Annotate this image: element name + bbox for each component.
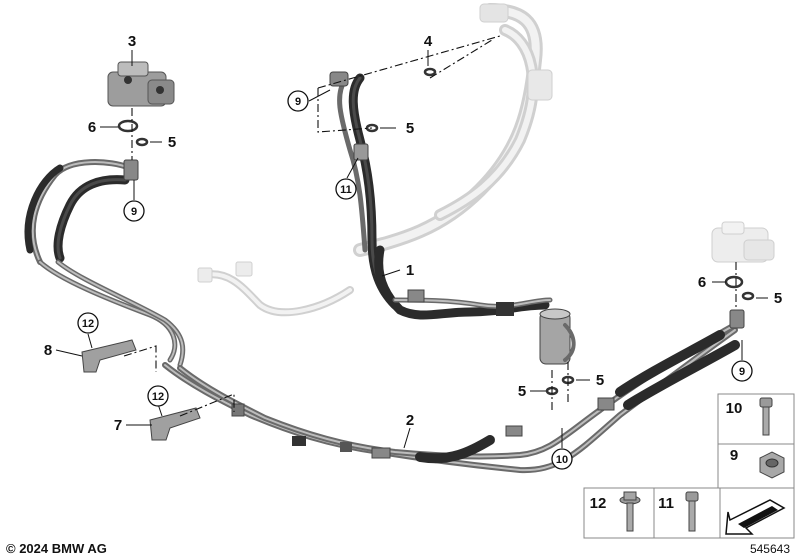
callout-3: 3 xyxy=(128,33,136,50)
legend-box-12 xyxy=(583,487,655,539)
screw-icon xyxy=(685,491,699,532)
callout-6-right: 6 xyxy=(698,274,706,291)
legend-label-11: 11 xyxy=(658,495,674,512)
bolt-icon xyxy=(759,397,773,436)
legend-label-10: 10 xyxy=(726,400,743,417)
callout-9-left: 9 xyxy=(131,206,137,218)
callout-1: 1 xyxy=(406,262,414,279)
callout-12-upper: 12 xyxy=(82,318,94,330)
callout-5-dryer-left: 5 xyxy=(518,383,526,400)
assembly-lines xyxy=(123,35,737,417)
legend-label-12: 12 xyxy=(590,495,607,512)
legend-box-10 xyxy=(717,393,795,445)
receiver-dryer xyxy=(539,308,576,365)
callout-5-upper: 5 xyxy=(406,120,414,137)
callout-5-right: 5 xyxy=(774,290,782,307)
refrigerant-line-1 xyxy=(329,71,553,320)
refrigerant-line-2 xyxy=(162,309,745,474)
callouts: 3 4 6 5 5 1 6 5 5 5 2 8 7 9 9 9 11 10 12… xyxy=(44,33,782,470)
callout-9-right: 9 xyxy=(739,366,745,378)
callout-12-lower: 12 xyxy=(152,391,164,403)
hardware-legend: 10 9 12 11 xyxy=(583,393,795,539)
direction-arrow-icon xyxy=(725,499,786,535)
callout-5-left: 5 xyxy=(168,134,176,151)
ghost-pipe-assembly xyxy=(197,3,553,317)
leader-lines xyxy=(55,50,768,449)
callout-10: 10 xyxy=(556,454,568,466)
callout-9-upper: 9 xyxy=(295,96,301,108)
callout-11: 11 xyxy=(340,184,352,196)
callout-2: 2 xyxy=(406,412,414,429)
callout-5-dryer-right: 5 xyxy=(596,372,604,389)
callout-4: 4 xyxy=(424,33,433,50)
bracket-8 xyxy=(81,339,137,373)
hex-nut-icon xyxy=(759,451,785,479)
flange-bolt-icon xyxy=(619,491,641,532)
legend-label-9: 9 xyxy=(730,447,738,464)
callout-8: 8 xyxy=(44,342,52,359)
callout-7: 7 xyxy=(114,417,122,434)
bracket-7 xyxy=(149,407,201,441)
callout-6-left: 6 xyxy=(88,119,96,136)
ghost-valve-block xyxy=(711,221,775,263)
diagram-id: 545643 xyxy=(749,542,790,556)
expansion-valve-block xyxy=(107,61,175,107)
copyright-text: © 2024 BMW AG xyxy=(6,541,107,556)
left-hose-assembly xyxy=(24,159,186,368)
seals xyxy=(117,67,755,396)
